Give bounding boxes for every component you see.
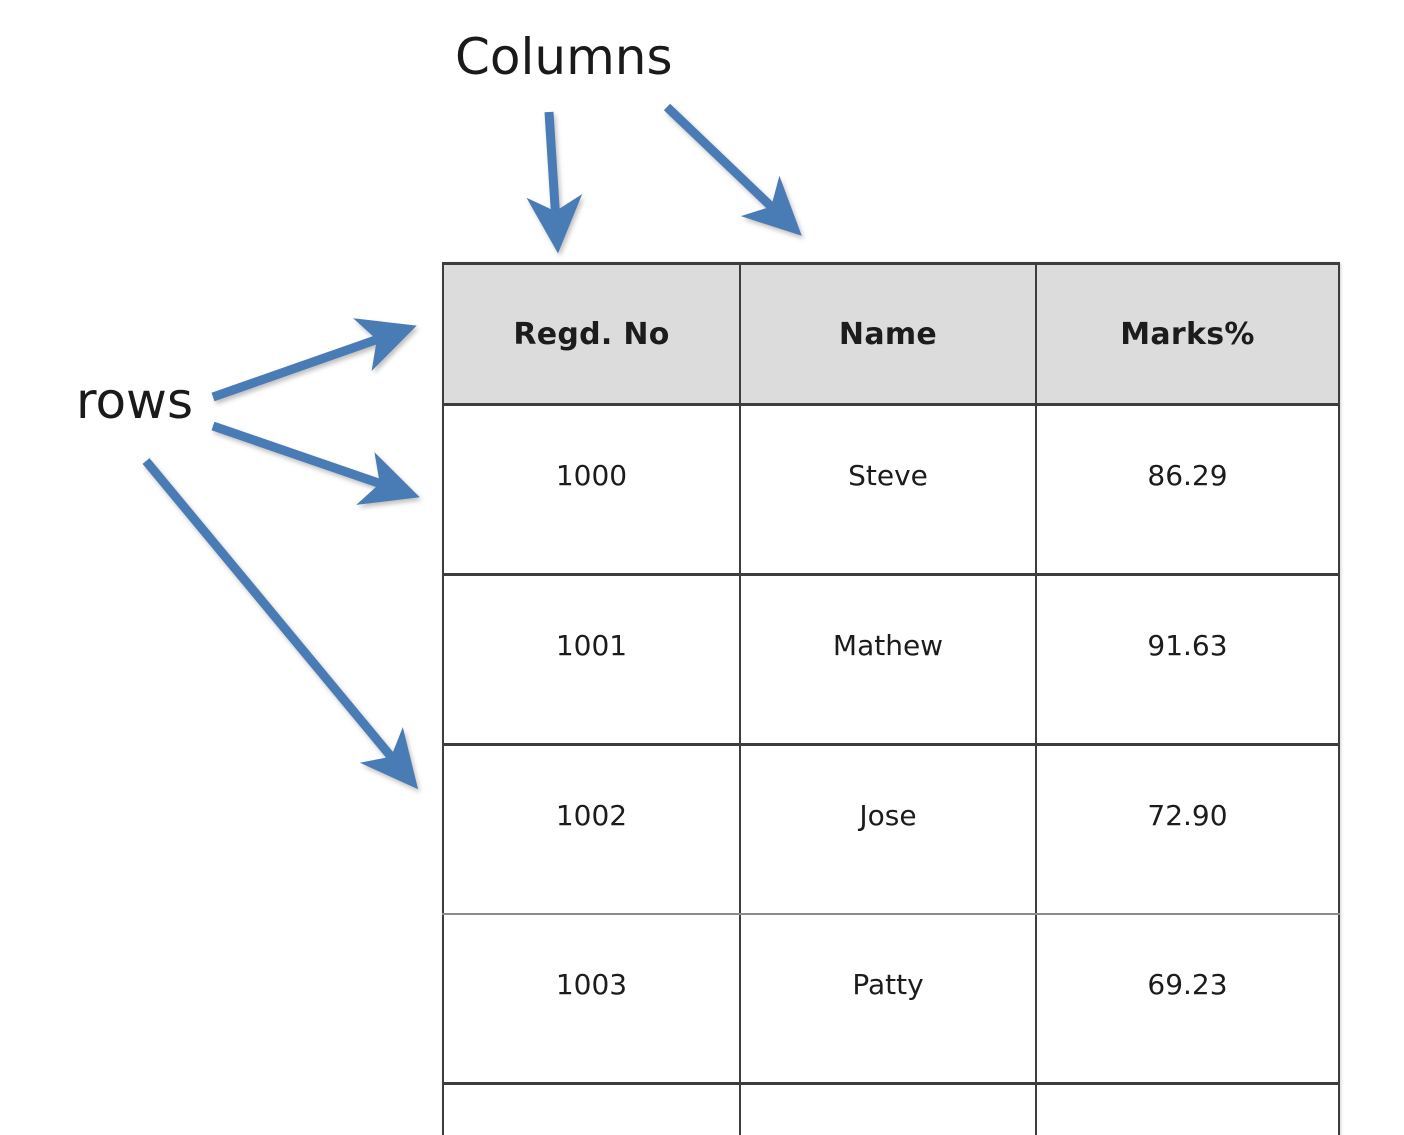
columns-arrow-vertical bbox=[526, 111, 583, 254]
table-row: 1003 Patty 69.23 bbox=[442, 914, 1340, 1085]
column-header-regd-no: Regd. No bbox=[442, 262, 741, 406]
rows-arrow-to-row-1002 bbox=[142, 458, 419, 790]
columns-arrow-diagonal bbox=[663, 103, 802, 236]
cell-regd-no: 1002 bbox=[442, 744, 741, 915]
table-header: Regd. No Name Marks% bbox=[442, 262, 1340, 406]
cell-name: Steve bbox=[739, 404, 1037, 576]
student-marks-table: Regd. No Name Marks% 1000 Steve 86.29 10… bbox=[442, 262, 1340, 1135]
cell-marks: 91.63 bbox=[1035, 574, 1340, 746]
cell-regd-no: 1001 bbox=[442, 574, 741, 746]
table-header-row: Regd. No Name Marks% bbox=[442, 262, 1340, 406]
rows-annotation-label: rows bbox=[76, 372, 193, 430]
columns-annotation-label: Columns bbox=[455, 28, 673, 86]
cell-name: Mathew bbox=[739, 574, 1037, 746]
table-row: 1001 Mathew 91.63 bbox=[442, 574, 1340, 746]
cell-marks: 69.23 bbox=[1035, 914, 1340, 1085]
table-row: 1000 Steve 86.29 bbox=[442, 404, 1340, 576]
cell-name: Vin bbox=[739, 1083, 1037, 1135]
cell-marks: 72.90 bbox=[1035, 744, 1340, 915]
cell-regd-no: 1003 bbox=[442, 914, 741, 1085]
cell-regd-no: 1000 bbox=[442, 404, 741, 576]
column-header-marks: Marks% bbox=[1035, 262, 1340, 406]
cell-name: Patty bbox=[739, 914, 1037, 1085]
cell-marks: 86.29 bbox=[1035, 404, 1340, 576]
table-row: 1002 Jose 72.90 bbox=[442, 744, 1340, 915]
cell-marks: 88.30 bbox=[1035, 1083, 1340, 1135]
table-body: 1000 Steve 86.29 1001 Mathew 91.63 1002 … bbox=[442, 404, 1340, 1135]
cell-regd-no: 1004 bbox=[442, 1083, 741, 1135]
rows-arrow-to-header bbox=[211, 318, 417, 402]
rows-arrow-to-row-1000 bbox=[211, 421, 420, 505]
column-header-name: Name bbox=[739, 262, 1037, 406]
table-row: 1004 Vin 88.30 bbox=[442, 1083, 1340, 1135]
cell-name: Jose bbox=[739, 744, 1037, 915]
